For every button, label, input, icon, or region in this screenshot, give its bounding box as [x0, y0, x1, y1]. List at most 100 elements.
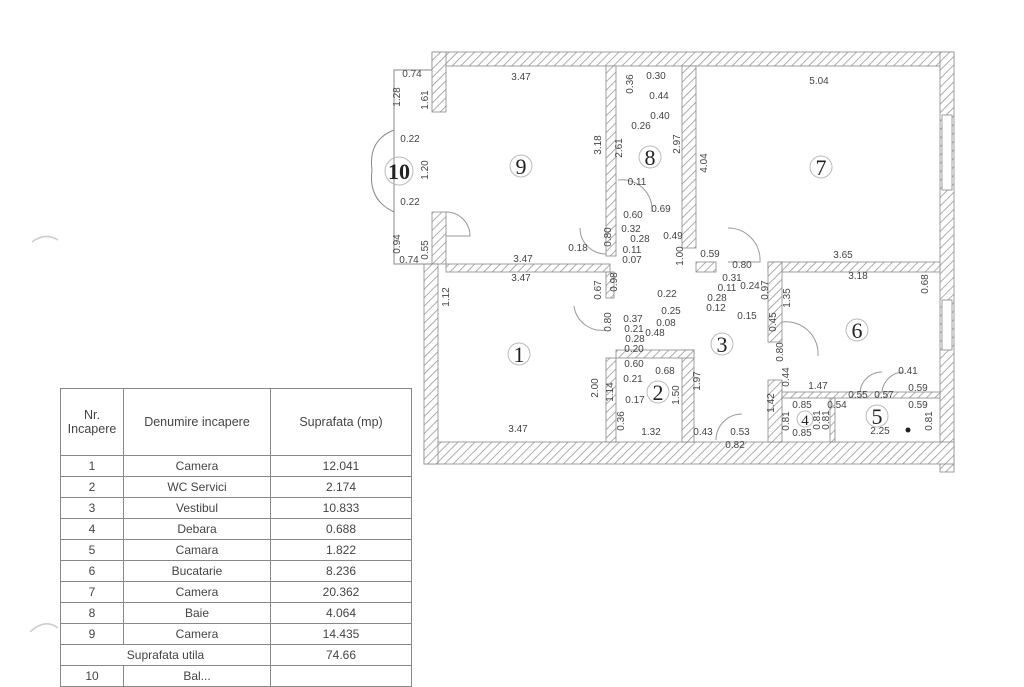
dimension-label: 0.11	[718, 283, 737, 294]
stray-mark	[29, 623, 59, 633]
cell-name: Camera	[123, 623, 271, 645]
dimension-label: 0.40	[650, 111, 670, 122]
dimension-label: 0.45	[768, 312, 779, 332]
dimension-label: 0.28	[625, 334, 645, 345]
room-area-table: Nr. Incapere Denumire incapere Suprafata…	[60, 388, 412, 687]
dimension-label: 0.59	[908, 383, 928, 394]
dimension-label: 1.50	[671, 385, 682, 405]
cell-area: 8.236	[270, 560, 412, 582]
floor-plan: 1 2 3 4 5 6 7 8 9 10 3.47 0.74 1.28 1.61 0.2…	[29, 51, 955, 633]
dimension-label: 0.37	[623, 314, 643, 325]
dimension-label: 1.61	[420, 90, 431, 110]
dimension-label: 0.98	[609, 272, 620, 292]
dimension-label: 0.81	[821, 410, 832, 430]
dimension-label: 0.55	[420, 240, 431, 260]
dimension-label: 3.47	[511, 273, 531, 284]
dimension-label: 0.54	[827, 400, 847, 411]
room-label-7: 7	[809, 155, 833, 180]
svg-text:6: 6	[852, 318, 863, 343]
dimension-label: 0.31	[722, 273, 742, 284]
dimension-label: 1.97	[692, 371, 703, 391]
dimension-label: 3.65	[833, 250, 853, 261]
header-nr: Nr. Incapere	[60, 388, 124, 456]
room-labels: 1 2 3 4 5 6 7 8 9 10	[384, 145, 889, 429]
cell-area: 4.064	[270, 602, 412, 624]
dimension-label: 3.47	[508, 424, 528, 435]
dimension-label: 3.18	[593, 135, 604, 155]
room-label-10: 10	[384, 156, 414, 186]
dimension-label: 0.68	[655, 366, 675, 377]
dimension-label: 0.60	[624, 359, 644, 370]
dimension-label: 0.22	[657, 289, 677, 300]
cell-name: Camara	[123, 539, 271, 561]
room-label-9: 9	[509, 154, 533, 179]
dimension-label: 0.48	[645, 328, 665, 339]
dimension-label: 0.80	[775, 342, 786, 362]
cell-area	[270, 665, 412, 687]
stray-mark	[31, 235, 59, 243]
dimension-label: 0.18	[568, 243, 588, 254]
dimension-label: 0.82	[725, 440, 745, 451]
dimension-label: 0.32	[621, 224, 641, 235]
dimension-label: 0.59	[908, 400, 928, 411]
room-label-4: 4	[796, 410, 814, 429]
dimension-label: 1.20	[420, 160, 431, 180]
dimension-label: 1.47	[808, 381, 828, 392]
dimension-label: 0.59	[700, 249, 720, 260]
dimension-label: 2.00	[590, 378, 601, 398]
dimension-label: 0.21	[623, 374, 643, 385]
dimension-label: 0.08	[656, 318, 676, 329]
dimension-label: 0.41	[898, 366, 918, 377]
dimension-label: 0.60	[623, 210, 643, 221]
room-label-2: 2	[646, 380, 670, 405]
cell-area: 0.688	[270, 518, 412, 540]
dimension-label: 0.24	[740, 281, 760, 292]
cell-area: 20.362	[270, 581, 412, 603]
cell-nr: 7	[60, 581, 124, 603]
dimension-label: 5.04	[809, 76, 829, 87]
dimension-label: 0.67	[593, 280, 604, 300]
svg-text:4: 4	[801, 413, 809, 429]
cell-name: Baie	[123, 602, 271, 624]
dimension-label: 0.74	[399, 255, 419, 266]
dimension-label: 3.18	[848, 271, 868, 282]
dimension-label: 0.44	[649, 91, 669, 102]
walls	[423, 51, 955, 473]
dimension-label: 0.80	[603, 227, 614, 247]
dimension-label: 0.36	[616, 411, 627, 431]
dimension-label: 0.81	[812, 410, 823, 430]
cell-nr: 10	[60, 665, 124, 687]
cell-nr: 6	[60, 560, 124, 582]
svg-text:8: 8	[645, 145, 656, 170]
svg-text:9: 9	[516, 154, 527, 179]
dimension-label: 0.15	[737, 311, 757, 322]
dimension-label: 1.35	[782, 288, 793, 308]
dimension-label: 1.14	[605, 382, 616, 402]
dimension-label: 0.81	[924, 411, 935, 431]
dimension-label: 0.57	[874, 390, 894, 401]
dimension-label: 0.85	[792, 428, 812, 439]
drain-icon	[905, 427, 911, 433]
dimension-label: 2.61	[614, 138, 625, 158]
cell-area: 12.041	[270, 455, 412, 477]
dimension-label: 4.04	[699, 153, 710, 173]
cell-nr: 2	[60, 476, 124, 498]
dimension-label: 3.47	[513, 254, 533, 265]
room-label-1: 1	[507, 342, 531, 367]
dimension-label: 1.28	[392, 87, 403, 107]
dimension-label: 0.36	[625, 74, 636, 94]
windows	[941, 114, 953, 351]
dimension-label: 1.32	[641, 427, 661, 438]
balcony-outline	[370, 69, 432, 265]
dimension-label: 0.43	[693, 427, 713, 438]
dimension-label: 0.49	[663, 231, 683, 242]
header-area: Suprafata (mp)	[270, 388, 412, 456]
